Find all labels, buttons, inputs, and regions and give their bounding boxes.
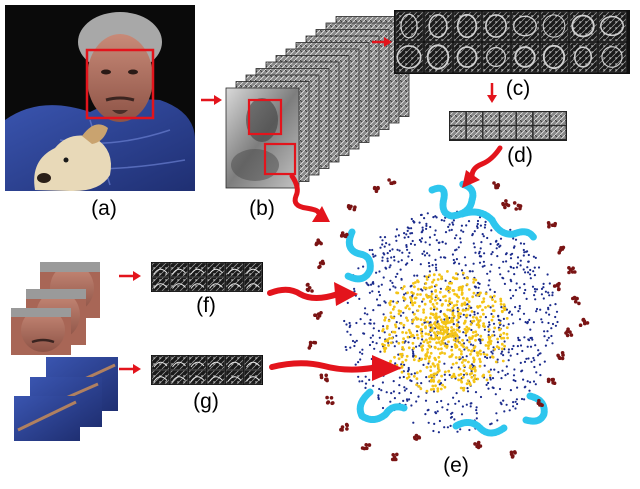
panel-d-patch-row [449,111,567,141]
face-shape [87,34,153,122]
label-e: (e) [443,454,469,477]
arrow-b-to-c [372,37,392,47]
label-d: (d) [507,144,533,167]
dog-shape [34,135,111,192]
label-b: (b) [249,197,275,220]
panel-a-photo [5,5,195,192]
arrow-a-to-b [201,95,222,105]
panel-e-embedding [305,178,590,462]
panel-g-shirt-crops [14,357,118,441]
panel-f-face-crops [11,262,100,355]
arrow-to-g [119,364,141,374]
wavy-arrow-f-to-e [267,282,358,306]
panel-g-patch-row [151,355,263,385]
arrow-to-f [119,271,141,281]
label-a: (a) [91,197,117,220]
wavy-arrow-d-to-e [462,145,503,188]
label-c: (c) [506,77,531,100]
label-f: (f) [196,294,216,317]
arrow-c-to-d [487,83,497,103]
face-detection-box [85,48,155,120]
panel-c-patch-grid [394,10,630,74]
wavy-arrow-g-to-e [269,355,402,381]
feature-box-shirt [263,142,297,176]
wavy-arrow-b-to-e [289,173,330,222]
label-g: (g) [193,390,219,413]
panel-f-patch-row [151,262,263,292]
feature-box-face [247,98,283,136]
